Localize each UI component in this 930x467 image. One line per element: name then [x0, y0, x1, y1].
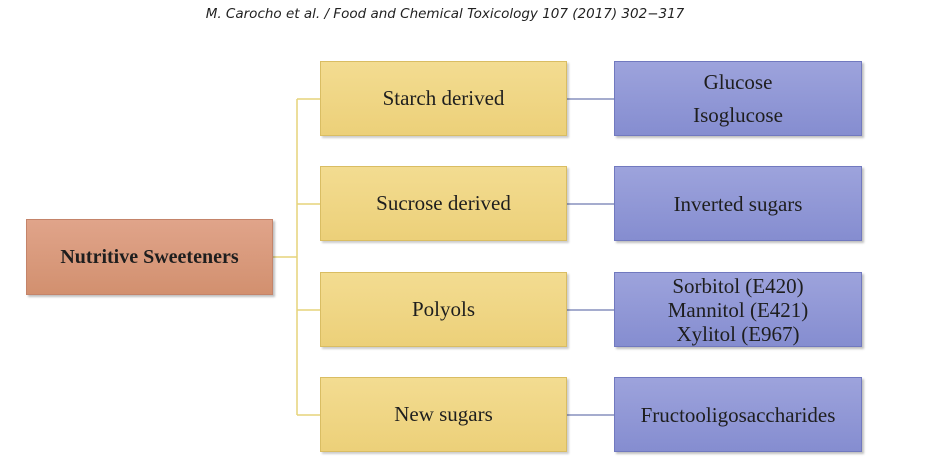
- category-label: Polyols: [411, 297, 476, 321]
- items-new-sugars: Fructooligosaccharides: [614, 377, 862, 452]
- items-sucrose-derived: Inverted sugars: [614, 166, 862, 241]
- root-label: Nutritive Sweeteners: [60, 245, 239, 268]
- category-label: New sugars: [394, 402, 493, 426]
- item-sorbitol: Sorbitol (E420): [672, 273, 804, 298]
- journal-header: M. Carocho et al. / Food and Chemical To…: [205, 6, 685, 22]
- items-polyols: Sorbitol (E420) Mannitol (E421) Xylitol …: [614, 272, 862, 347]
- item-links: [567, 98, 614, 416]
- category-label: Sucrose derived: [376, 191, 511, 215]
- item-mannitol: Mannitol (E421): [667, 297, 809, 322]
- root-node: Nutritive Sweeteners: [26, 219, 273, 295]
- item-inverted-sugars: Inverted sugars: [673, 191, 803, 216]
- category-starch-derived: Starch derived: [320, 61, 567, 136]
- item-glucose: Glucose: [703, 69, 773, 94]
- items-starch-derived: Glucose Isoglucose: [614, 61, 862, 136]
- category-polyols: Polyols: [320, 272, 567, 347]
- category-label: Starch derived: [382, 86, 505, 110]
- root-bracket: [273, 98, 320, 416]
- category-new-sugars: New sugars: [320, 377, 567, 452]
- item-isoglucose: Isoglucose: [693, 102, 783, 127]
- category-sucrose-derived: Sucrose derived: [320, 166, 567, 241]
- item-xylitol: Xylitol (E967): [676, 321, 800, 346]
- item-fructooligosaccharides: Fructooligosaccharides: [640, 402, 836, 427]
